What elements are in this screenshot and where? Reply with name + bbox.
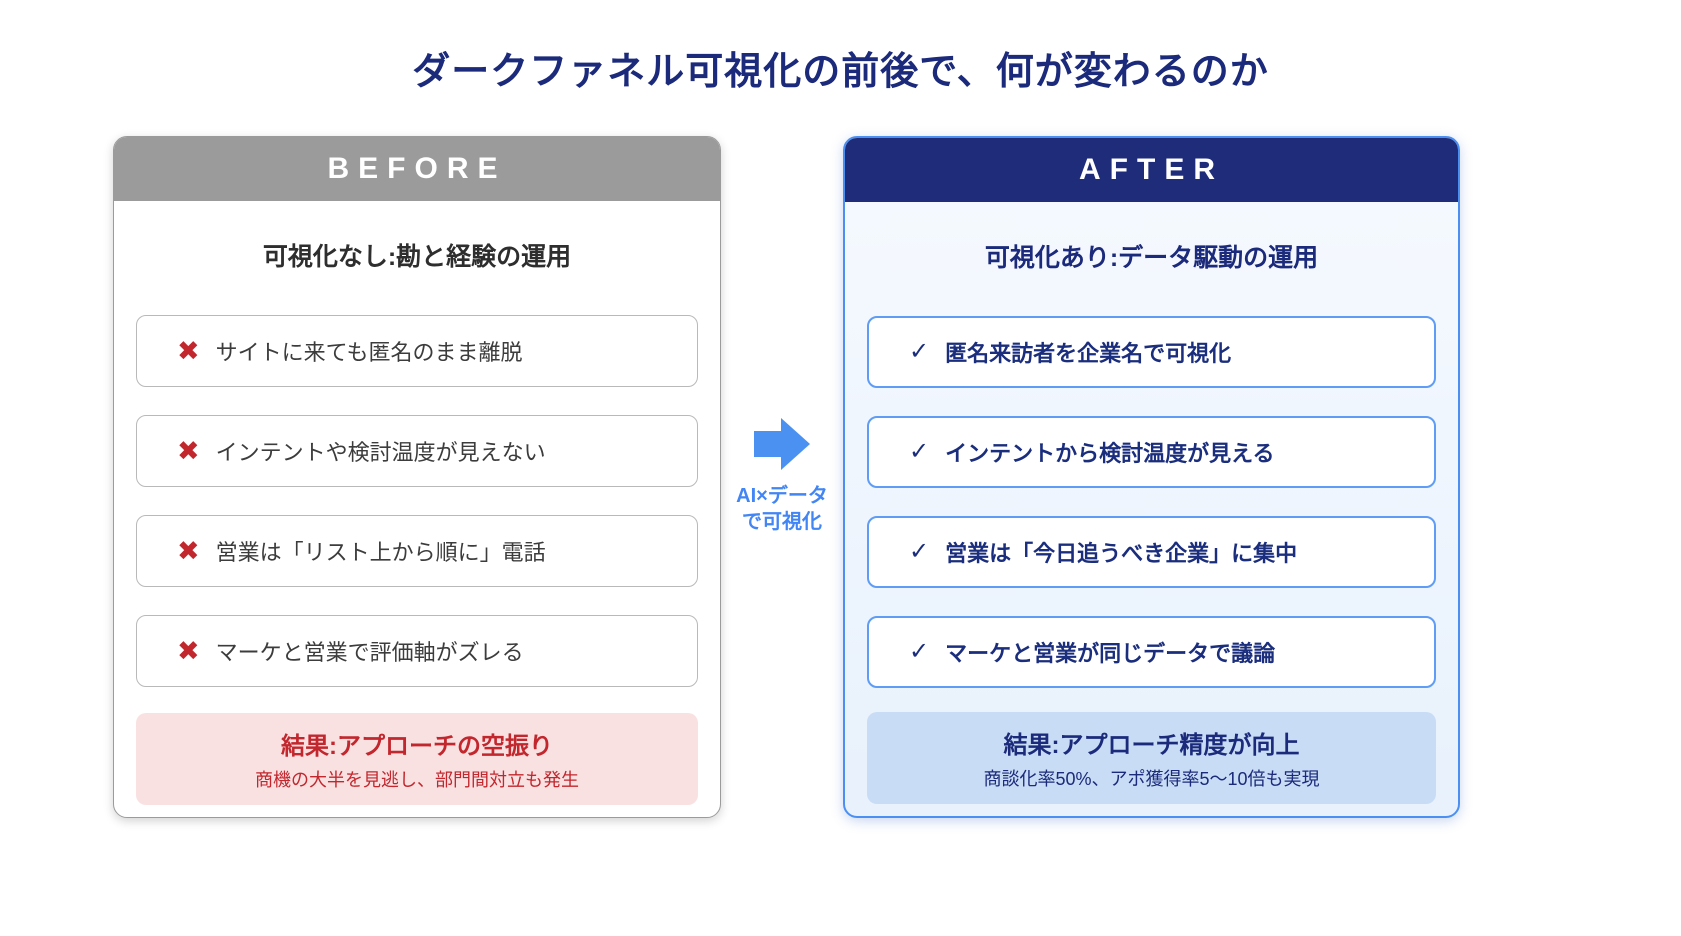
list-item-label: 営業は「リスト上から順に」電話 [215,540,546,565]
list-item: ✖ マーケと営業で評価軸がズレる [136,615,698,687]
list-item-label: サイトに来ても匿名のまま離脱 [215,340,523,365]
after-result-title: 結果:アプローチ精度が向上 [1003,732,1300,759]
after-panel: AFTER 可視化あり:データ駆動の運用 ✓ 匿名来訪者を企業名で可視化 ✓ イ… [843,136,1460,818]
after-panel-header: AFTER [845,138,1458,202]
connector-label-line1: AI×データ [736,485,828,507]
before-panel: BEFORE 可視化なし:勘と経験の運用 ✖ サイトに来ても匿名のまま離脱 ✖ … [113,136,721,818]
x-mark-icon: ✖ [177,635,200,666]
before-result-title: 結果:アプローチの空振り [281,733,553,760]
after-item-list: ✓ 匿名来訪者を企業名で可視化 ✓ インテントから検討温度が見える ✓ 営業は「… [867,316,1436,688]
after-subtitle: 可視化あり:データ駆動の運用 [984,244,1319,272]
check-icon: ✓ [909,638,930,665]
connector-label: AI×データ で可視化 [736,483,828,535]
arrow-right-icon [754,418,810,470]
list-item-label: インテントから検討温度が見える [945,441,1275,466]
check-icon: ✓ [909,538,930,565]
list-item: ✓ 営業は「今日追うべき企業」に集中 [867,516,1436,588]
before-result-detail: 商機の大半を見逃し、部門間対立も発生 [255,770,579,790]
list-item-label: マーケと営業で評価軸がズレる [215,640,524,665]
check-icon: ✓ [909,438,930,465]
list-item: ✓ 匿名来訪者を企業名で可視化 [867,316,1436,388]
list-item: ✓ マーケと営業が同じデータで議論 [867,616,1436,688]
list-item: ✖ インテントや検討温度が見えない [136,415,698,487]
x-mark-icon: ✖ [177,435,200,466]
before-panel-header: BEFORE [114,137,720,201]
transition-connector: AI×データ で可視化 [721,412,843,535]
page-title: ダークファネル可視化の前後で、何が変わるのか [412,51,1269,93]
after-result-detail: 商談化率50%、アポ獲得率5〜10倍も実現 [983,769,1320,789]
list-item-label: マーケと営業が同じデータで議論 [945,641,1276,666]
x-mark-icon: ✖ [177,535,200,566]
list-item: ✖ 営業は「リスト上から順に」電話 [136,515,698,587]
list-item-label: 営業は「今日追うべき企業」に集中 [945,541,1298,566]
list-item-label: 匿名来訪者を企業名で可視化 [945,341,1232,366]
after-result-box: 結果:アプローチ精度が向上 商談化率50%、アポ獲得率5〜10倍も実現 [867,712,1436,804]
check-icon: ✓ [909,338,930,365]
list-item: ✓ インテントから検討温度が見える [867,416,1436,488]
before-result-box: 結果:アプローチの空振り 商機の大半を見逃し、部門間対立も発生 [136,713,698,805]
before-item-list: ✖ サイトに来ても匿名のまま離脱 ✖ インテントや検討温度が見えない ✖ 営業は… [136,315,698,687]
x-mark-icon: ✖ [177,335,200,366]
before-subtitle: 可視化なし:勘と経験の運用 [262,243,572,271]
list-item: ✖ サイトに来ても匿名のまま離脱 [136,315,698,387]
list-item-label: インテントや検討温度が見えない [215,440,546,465]
connector-label-line2: で可視化 [742,511,822,533]
